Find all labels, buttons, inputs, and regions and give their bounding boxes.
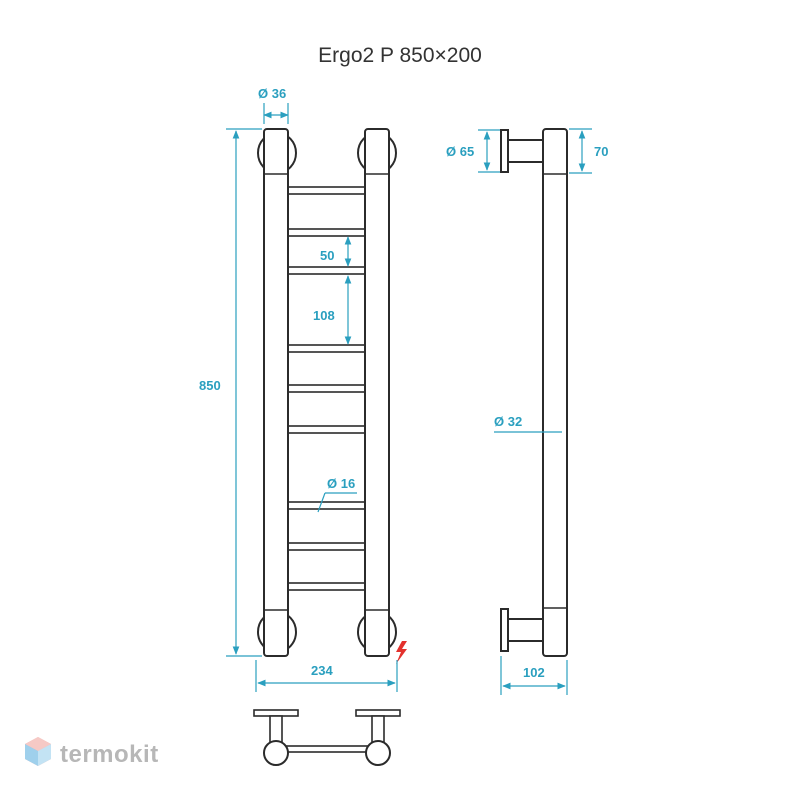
top-view-left-plate xyxy=(253,709,299,717)
top-wall-plate xyxy=(500,129,509,173)
top-view-right-plate xyxy=(355,709,401,717)
bottom-mount-arm xyxy=(507,618,546,642)
top-view-rung xyxy=(275,745,379,753)
rung-5 xyxy=(281,384,369,393)
left-tube xyxy=(257,128,297,657)
side-dimensions xyxy=(478,128,592,695)
rung-7 xyxy=(281,501,369,510)
dim-depth: 102 xyxy=(523,665,545,680)
termokit-cube-icon xyxy=(25,737,51,766)
dim-tube-diameter: Ø 32 xyxy=(494,414,522,429)
dim-mount-diameter: Ø 65 xyxy=(446,144,474,159)
lightning-bolt-icon xyxy=(396,641,407,664)
rung-6 xyxy=(281,425,369,434)
rung-2 xyxy=(281,228,369,237)
top-view-right-arm xyxy=(371,715,385,745)
dim-mount-height: 70 xyxy=(594,144,608,159)
dim-rung-diameter: Ø 16 xyxy=(327,476,355,491)
front-dimension-labels: Ø 36 850 50 108 Ø 16 234 xyxy=(199,86,355,678)
side-view xyxy=(500,128,568,657)
right-tube xyxy=(357,128,397,657)
dim-collar-diameter: Ø 36 xyxy=(258,86,286,101)
dim-width: 234 xyxy=(311,663,333,678)
top-view xyxy=(253,709,401,766)
rung-9 xyxy=(281,582,369,591)
drawing-title: Ergo2 P 850×200 xyxy=(318,44,482,67)
rung-8 xyxy=(281,542,369,551)
rung-3 xyxy=(281,266,369,275)
front-view xyxy=(257,128,407,664)
dim-rung-gap: 50 xyxy=(320,248,334,263)
side-vertical-tube xyxy=(542,128,568,657)
brand-name: termokit xyxy=(60,741,159,768)
top-view-left-arm xyxy=(269,715,283,745)
rung-4 xyxy=(281,344,369,353)
left-vertical-tube xyxy=(263,128,289,657)
front-dimensions xyxy=(226,103,398,692)
top-view-left-tube xyxy=(263,740,289,766)
top-view-right-tube xyxy=(365,740,391,766)
bottom-wall-plate xyxy=(500,608,509,652)
dim-rung-pitch: 108 xyxy=(313,308,335,323)
side-dimension-labels: Ø 65 70 Ø 32 102 xyxy=(446,144,608,680)
rung-1 xyxy=(281,186,369,195)
right-vertical-tube xyxy=(364,128,390,657)
dim-height: 850 xyxy=(199,378,221,393)
top-mount-arm xyxy=(507,139,546,163)
